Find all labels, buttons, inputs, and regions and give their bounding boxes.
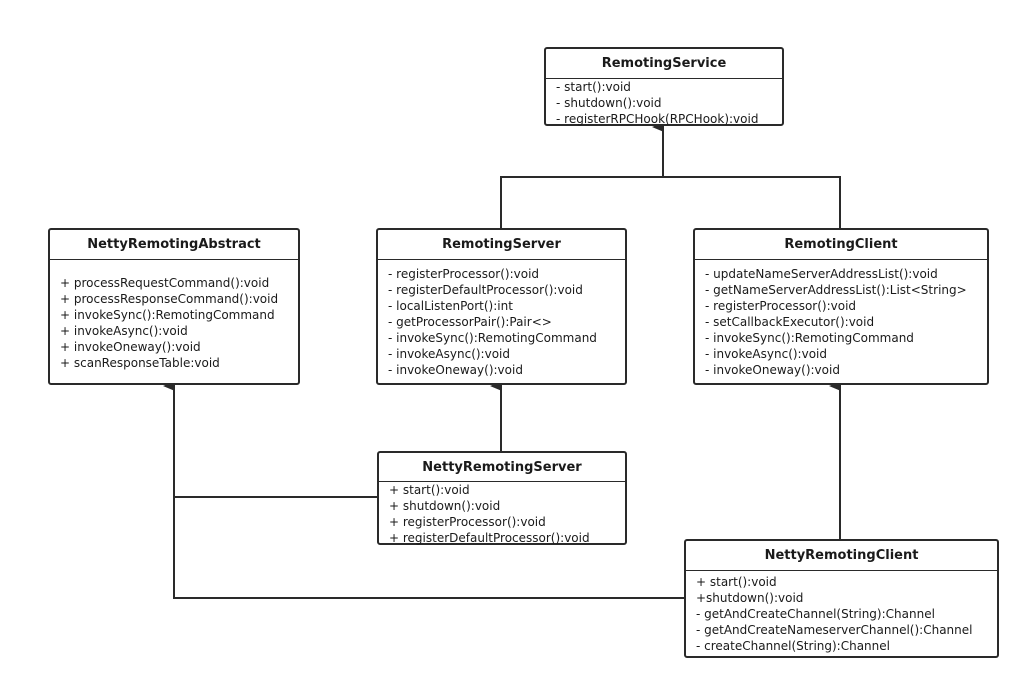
member: - registerDefaultProcessor():void [388,283,583,297]
member: + invokeAsync():void [60,324,188,338]
member: - registerProcessor():void [388,267,540,281]
member: - invokeSync():RemotingCommand [388,331,597,345]
member: - getProcessorPair():Pair<> [388,315,552,329]
member: - getAndCreateChannel(String):Channel [696,607,935,621]
member: - shutdown():void [556,96,662,110]
member: + invokeSync():RemotingCommand [60,308,275,322]
class-name: RemotingService [546,49,782,79]
member: - getAndCreateNameserverChannel():Channe… [696,623,973,637]
member: - registerProcessor():void [705,299,857,313]
member: + shutdown():void [389,499,501,513]
member: +shutdown():void [696,591,804,605]
member: - setCallbackExecutor():void [705,315,875,329]
member: - start():void [556,80,631,94]
member: - invokeAsync():void [705,347,827,361]
member-list: + start():void + shutdown():void + regis… [379,482,625,546]
member: + start():void [696,575,777,589]
member: - invokeAsync():void [388,347,510,361]
member: - getNameServerAddressList():List<String… [705,283,967,297]
class-name: NettyRemotingClient [686,541,997,571]
member: + processRequestCommand():void [60,276,270,290]
member: - updateNameServerAddressList():void [705,267,938,281]
class-name: RemotingServer [378,230,625,260]
edge-netty-client-to-abstract [163,381,684,599]
member: + registerProcessor():void [389,515,546,529]
class-netty-remoting-client: NettyRemotingClient + start():void +shut… [684,539,999,658]
edge-remoting-server-to-remoting-service [500,176,663,228]
member: + registerDefaultProcessor():void [389,531,590,545]
member: - localListenPort():int [388,299,513,313]
member-list: - updateNameServerAddressList():void - g… [695,260,987,378]
class-name: NettyRemotingAbstract [50,230,298,260]
member: + scanResponseTable:void [60,356,220,370]
class-remoting-client: RemotingClient - updateNameServerAddress… [693,228,989,385]
member: - createChannel(String):Channel [696,639,890,653]
class-name: RemotingClient [695,230,987,260]
member-list: - registerProcessor():void - registerDef… [378,260,625,378]
member: - invokeOneway():void [705,363,840,377]
class-netty-remoting-server: NettyRemotingServer + start():void + shu… [377,451,627,545]
member-list: - start():void - shutdown():void - regis… [546,79,782,127]
member: - registerRPCHook(RPCHook):void [556,112,759,126]
member: + processResponseCommand():void [60,292,279,306]
member-list: + start():void +shutdown():void - getAnd… [686,571,997,654]
member-list: + processRequestCommand():void + process… [50,260,298,371]
class-remoting-server: RemotingServer - registerProcessor():voi… [376,228,627,385]
class-remoting-service: RemotingService - start():void - shutdow… [544,47,784,126]
member: - invokeOneway():void [388,363,523,377]
edge-remoting-client-to-remoting-service [663,176,841,228]
class-netty-remoting-abstract: NettyRemotingAbstract + processRequestCo… [48,228,300,385]
member: - invokeSync():RemotingCommand [705,331,914,345]
member: + invokeOneway():void [60,340,201,354]
class-name: NettyRemotingServer [379,453,625,482]
member: + start():void [389,483,470,497]
